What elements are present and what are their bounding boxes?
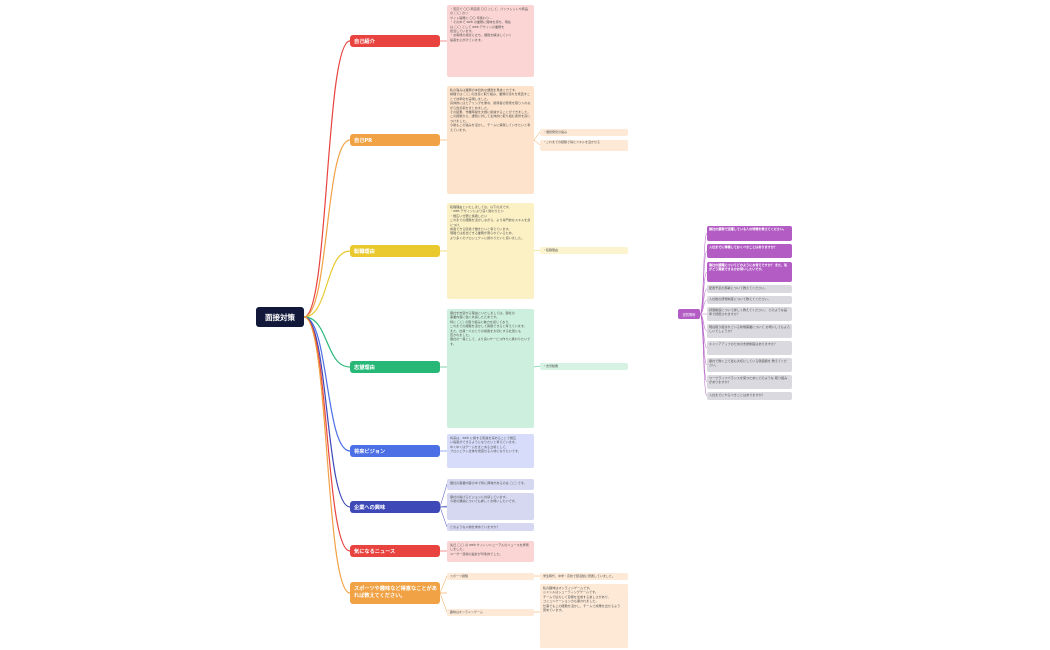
sub-change-1: ・転職理由 bbox=[540, 247, 628, 254]
note-hobby: 私の趣味はオンラインゲームです。 ジャンルはシューティングゲームです。 チームで… bbox=[540, 584, 628, 648]
question-connector bbox=[699, 250, 708, 315]
question-item: 配属予定の部署について教えてください。 bbox=[707, 285, 792, 293]
branch-connector bbox=[303, 250, 351, 318]
branch-reason-apply[interactable]: 志望理由 bbox=[350, 361, 440, 373]
sub-apply-1: ・志望動機 bbox=[540, 363, 628, 370]
sub-hobby-2: 趣味はオンラインゲーム bbox=[447, 609, 534, 616]
branch-self-intro[interactable]: 自己紹介 bbox=[350, 35, 440, 47]
question-connector bbox=[699, 313, 708, 397]
question-item: キャリアアップのための支援制度はありますか？ bbox=[707, 341, 792, 355]
question-item: 入社後の研修制度について教えてください。 bbox=[707, 296, 792, 304]
sub-connector bbox=[533, 249, 541, 252]
branch-connector bbox=[303, 316, 351, 452]
sub-connector bbox=[439, 592, 448, 613]
branch-interest[interactable]: 企業への興味 bbox=[350, 501, 440, 513]
note-interest-2: 御社の掲げるビジョンに共感しています。 今後の展開についても詳しくお伺いしたいで… bbox=[447, 493, 534, 520]
root-node[interactable]: 面接対策 bbox=[256, 307, 304, 327]
note-news: 先日 ◯◯ の web サイトリニューアルのニュースを拝見しました。 ユーザー目… bbox=[447, 541, 534, 562]
note-reason-apply: 御社を志望する理由といたしましては、御社の 事業内容に強く共感したためです。 特… bbox=[447, 309, 534, 428]
question-item: 入社までに準備しておくべきことはありますか？ bbox=[707, 244, 792, 258]
branch-self-pr[interactable]: 自己PR bbox=[350, 134, 440, 146]
note-self-pr: 私の強みは業務の本質的な課題を見抜く力です。 前職では ◯◯ の改善に取り組み、… bbox=[447, 86, 534, 194]
note-vision: 将来は、web に関する知識を深めることで幅広 い提案ができるようになりたいと考… bbox=[447, 434, 534, 468]
question-connector bbox=[699, 299, 708, 315]
question-item: ワークライフバランスを保つためにどのような 取り組みがありますか？ bbox=[707, 375, 792, 389]
question-item: 評価制度について詳しく教えてください。 どのような基準で評価されますか？ bbox=[707, 307, 792, 321]
sub-connector bbox=[439, 506, 448, 528]
branch-hobby[interactable]: スポーツや趣味など得意なことがあれば教えてください。 bbox=[350, 582, 440, 604]
question-connector bbox=[699, 271, 708, 315]
branch-connector bbox=[303, 316, 351, 368]
note-interest-3: どのような人物を求めていますか？ bbox=[447, 523, 534, 531]
question-connector bbox=[699, 288, 708, 315]
sub-pr-2: ・これまでの経験で得たスキルを活かせる bbox=[540, 140, 628, 151]
sub-connector bbox=[439, 483, 448, 508]
sub-connector bbox=[439, 575, 448, 594]
question-item: 現在取り組まれている新規事業について お伺いしてもよろしいでしょうか？ bbox=[707, 324, 792, 338]
branch-vision[interactable]: 将来ビジョン bbox=[350, 445, 440, 457]
note-self-intro: ・東京で 〇〇 商店街 〇〇 として、パンフレットや商品の ◯◯ のリ サイト開… bbox=[447, 5, 534, 77]
branch-connector bbox=[303, 316, 351, 508]
branch-connector bbox=[303, 316, 351, 552]
question-item: 入社までにやるべきことはありますか？ bbox=[707, 392, 792, 400]
sub-hobby-1: スポーツ経験 bbox=[447, 573, 534, 580]
sub-connector bbox=[533, 139, 541, 146]
note-interest-1: 御社の事業内容の中で特に興味があるのは ◯◯ です。 bbox=[447, 479, 534, 490]
branch-reason-change[interactable]: 転職理由 bbox=[350, 245, 440, 257]
question-item: 御社の業務で活躍している人の特徴を教えてください。 bbox=[707, 226, 792, 241]
sub-connector bbox=[533, 131, 541, 141]
note-reason-change: 転職理由といたしましては、以下の点です。 ・web デザインにより深く関わりたい… bbox=[447, 203, 534, 299]
question-item: 御社の課題についてどのようにお考えですか？ また、私がどう貢献できるかお伺いした… bbox=[707, 262, 792, 282]
sub-pr-1: ・課題発見の強み bbox=[540, 129, 628, 136]
sub-connector bbox=[533, 365, 541, 368]
branch-connector bbox=[303, 316, 351, 594]
sub-hobby-result: 学生時代、中学・高校で部活動に所属していました。 bbox=[540, 573, 628, 580]
question-connector bbox=[699, 313, 708, 383]
branch-connector bbox=[303, 40, 351, 318]
question-group-label[interactable]: 逆質問例 bbox=[678, 309, 700, 319]
branch-news[interactable]: 気になるニュース bbox=[350, 545, 440, 557]
sub-connector bbox=[439, 505, 448, 508]
branch-connector bbox=[303, 139, 351, 318]
question-item: 御社で働く上で最も大切にしている価値観を 教えてください。 bbox=[707, 358, 792, 372]
